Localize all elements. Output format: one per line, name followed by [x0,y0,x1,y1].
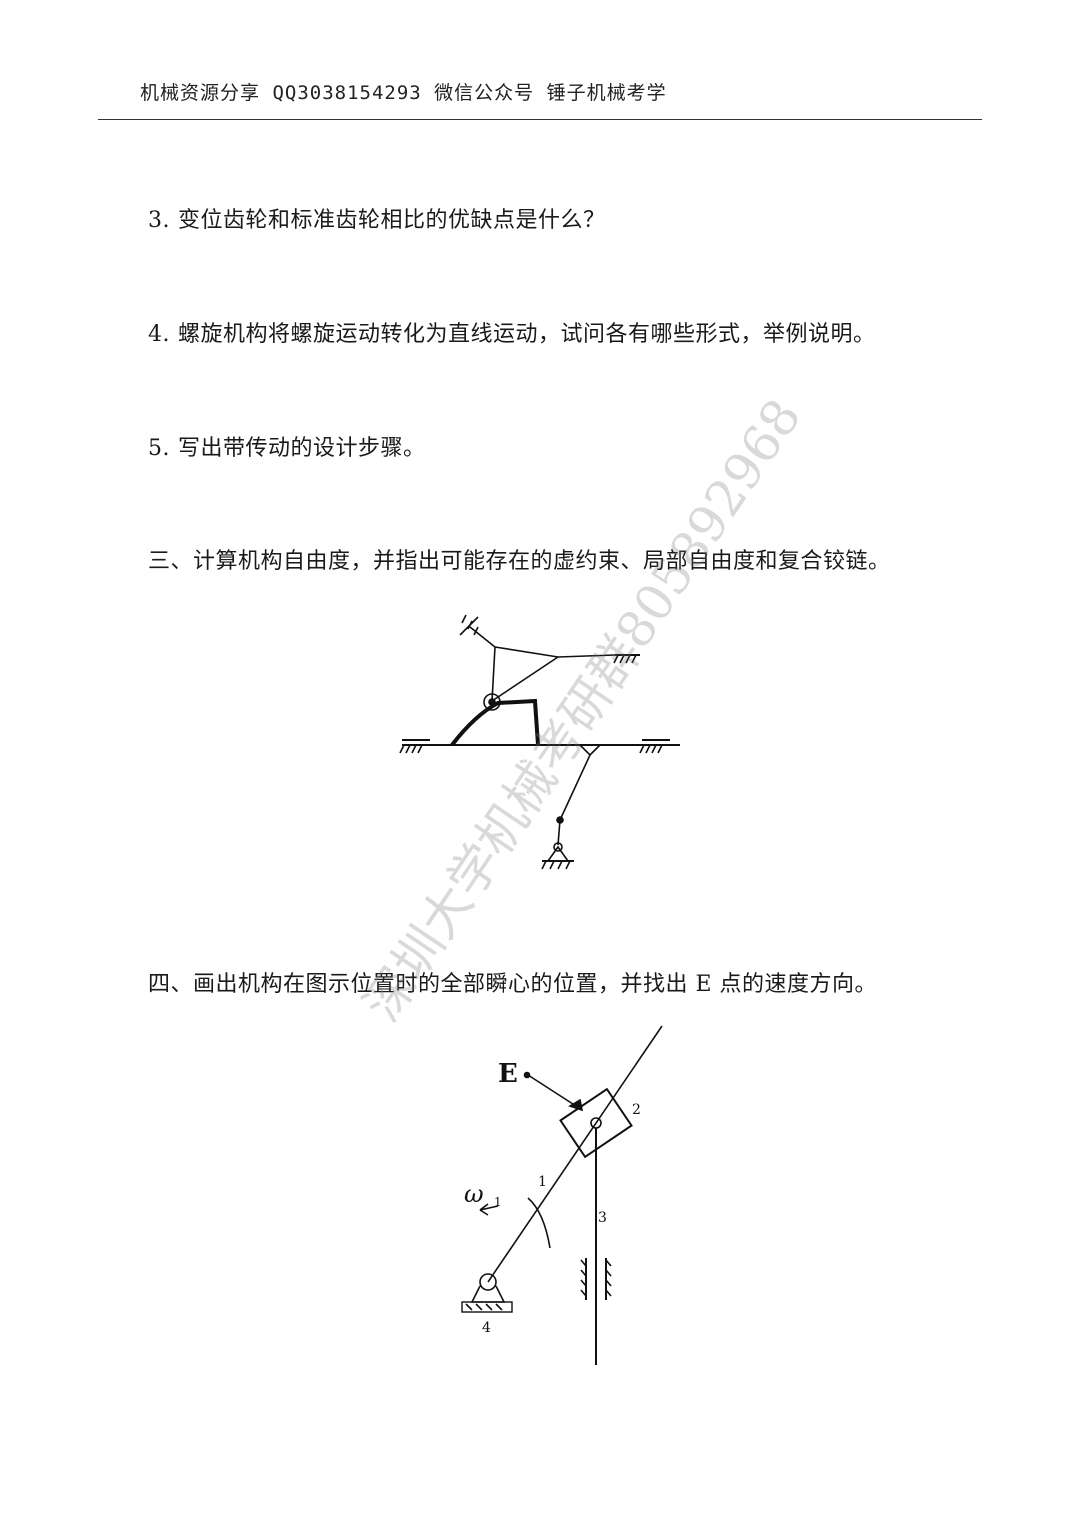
link-lower [559,754,591,821]
question-number: 5. [148,436,170,461]
point-E [523,1071,531,1079]
pivot-4 [479,1273,497,1291]
question-text: 变位齿轮和标准齿轮相比的优缺点是什么？ [178,208,606,233]
link-1 [487,1025,663,1283]
page-header: 机械资源分享 QQ3038154293 微信公众号 锤子机械考学 [140,82,667,104]
label-2: 2 [632,1102,641,1118]
label-4: 4 [482,1320,491,1336]
label-E: E [498,1059,518,1089]
mechanism-dof-figure [399,614,680,870]
link-vertical [491,646,496,702]
section-three-title: 三、计算机构自由度，并指出可能存在的虚约束、局部自由度和复合铰链。 [148,549,891,574]
link-crank [557,819,561,846]
link-upper-right [557,654,616,658]
slider-block-2 [559,1087,633,1159]
question-text: 写出带传动的设计步骤。 [178,436,426,461]
ground-link [469,626,496,648]
header-divider [98,119,982,120]
slider-joint [579,744,601,757]
question-number: 4. [148,322,170,347]
question-5: 5. 写出带传动的设计步骤。 [148,430,426,462]
question-number: 3. [148,208,170,233]
link-diagonal [491,656,559,702]
question-3: 3. 变位齿轮和标准齿轮相比的优缺点是什么？ [148,202,606,234]
question-4: 4. 螺旋机构将螺旋运动转化为直线运动，试问各有哪些形式，举例说明。 [148,316,876,348]
label-omega-sub: 1 [494,1195,502,1209]
cam-block [450,698,540,747]
omega-arc [527,1197,551,1249]
link-upper [494,646,559,658]
question-text: 螺旋机构将螺旋运动转化为直线运动，试问各有哪些形式，举例说明。 [178,322,876,347]
arm-E [527,1074,577,1107]
section-four-title: 四、画出机构在图示位置时的全部瞬心的位置，并找出 E 点的速度方向。 [148,972,878,997]
label-omega: ω [464,1180,484,1208]
label-1: 1 [538,1174,547,1190]
label-3: 3 [598,1210,607,1226]
ground-4 [461,1301,513,1313]
instant-center-figure: E 2 1 3 4 ω 1 [461,1025,663,1365]
